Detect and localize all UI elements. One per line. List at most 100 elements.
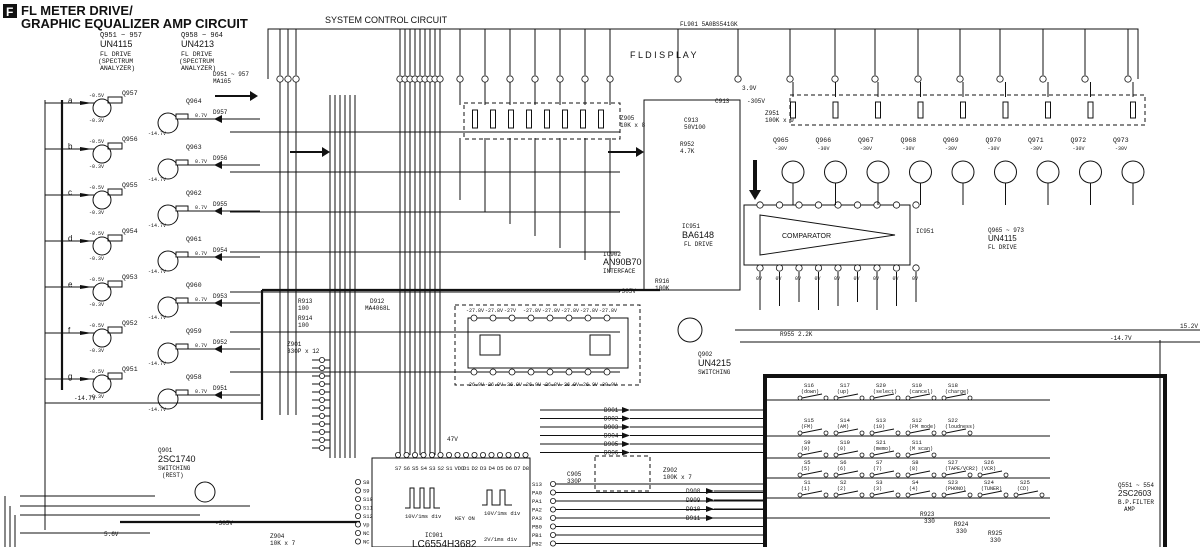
diode-ref: D910 (686, 506, 701, 513)
switch-contact (833, 472, 839, 478)
q901-label: Q901 (158, 447, 173, 454)
fl-pin (436, 75, 444, 83)
fl-display-label: F L D I S P L A Y (630, 50, 697, 60)
section-badge-box (3, 4, 17, 18)
comparator-pin (853, 201, 862, 209)
switch-function: (loudness) (945, 424, 975, 430)
comparator-pin (795, 201, 803, 209)
grid-transistor-ref: Q968 (901, 137, 917, 144)
switch-ref: S10 (840, 439, 850, 446)
switch-contact (941, 472, 947, 478)
ic951-label: IC951 (682, 223, 700, 230)
q965-desc: FL DRIVE (988, 244, 1017, 251)
comparator-pin (756, 264, 764, 272)
comparator-pin (873, 264, 881, 272)
section-badge: F (6, 5, 13, 19)
switch-lever (981, 490, 1003, 496)
switch-lever (837, 470, 859, 476)
ic901-pin-label: S3 (429, 465, 436, 472)
switch-contact (967, 430, 973, 436)
system-control-label: SYSTEM CONTROL CIRCUIT (325, 15, 448, 25)
comparator-pin (834, 264, 842, 272)
r925-label: R925 (988, 530, 1003, 537)
ic901-pin-label: S7 (395, 465, 402, 472)
r916-label: R916 (655, 278, 670, 285)
switch-lever (801, 393, 823, 399)
fl-pin (1039, 75, 1047, 83)
q901-desc2: (REST) (162, 472, 184, 479)
input-arrow (80, 239, 92, 243)
switch-function: (0) (837, 446, 846, 452)
transistor-symbol (781, 160, 805, 184)
z901-pin (318, 412, 325, 419)
ic902-pin-voltage: -27.8V (561, 308, 579, 314)
z901-pin (318, 444, 325, 451)
switch-ref: S7 (876, 459, 883, 466)
bias-resistor (175, 251, 189, 258)
ic901-pin-label: D7 (514, 465, 521, 472)
r955-label: R955 2.2K (780, 331, 813, 338)
transistor-symbol (157, 250, 179, 272)
input-letter: a (68, 96, 73, 105)
switch-contact (869, 395, 875, 401)
ic901-pin-label: NC (363, 539, 370, 546)
grid-transistor-ref: Q970 (986, 137, 1002, 144)
voltage-label: 0V (893, 276, 899, 282)
q551-part: 2SC2603 (1118, 489, 1152, 498)
switch-ref: S19 (912, 382, 922, 389)
ic901-pin-label: Vp (363, 522, 370, 529)
fl-pin (456, 75, 464, 83)
v147-left: -14.7V (74, 395, 96, 402)
fl-pin (284, 75, 292, 83)
ic902-inner-block (589, 334, 611, 356)
q901-symbol (194, 481, 216, 503)
switch-function: (4) (909, 486, 918, 492)
switch-function: (M scan) (909, 446, 933, 452)
bias-resistor (175, 389, 189, 396)
waveform-2 (482, 489, 512, 506)
voltage-label: -14.7V (148, 177, 166, 183)
ic901-pin-label: PA3 (532, 515, 542, 522)
ic901-pin-label: PB0 (532, 524, 542, 531)
transistor-symbol (157, 342, 179, 364)
input-arrow (80, 101, 92, 105)
voltage-label: -30V (1030, 146, 1042, 152)
q551-desc2: AMP (1124, 506, 1135, 513)
voltage-label: -0.5V (89, 93, 104, 99)
v152-label: 15.2V (1180, 323, 1198, 330)
ic951-part: BA6148 (682, 230, 714, 240)
transistor-symbol (1079, 160, 1102, 184)
comparator-pin (775, 264, 784, 272)
switch-function: (7) (873, 466, 882, 472)
q902-desc: SWITCHING (698, 369, 731, 376)
voltage-label: -0.3V (89, 256, 104, 262)
v47-label: 47V (447, 436, 458, 443)
transistor-ref: Q961 (186, 236, 202, 243)
q902-label: Q902 (698, 351, 713, 358)
comparator-label: COMPARATOR (782, 233, 831, 240)
ic901-part: LC6554H3682 (412, 539, 477, 547)
switch-function: (8) (909, 466, 918, 472)
ic901-pin-label: PA0 (532, 490, 542, 497)
grid-transistor-ref: Q966 (816, 137, 832, 144)
ic901-label: IC901 (425, 532, 443, 539)
z951-resistor (875, 101, 881, 119)
ic901-pin (354, 538, 361, 545)
switch-contact (941, 492, 947, 498)
comparator-pin (756, 201, 764, 209)
ic902-pin-voltage: -27.8V (542, 308, 560, 314)
d912-label: D912 (370, 298, 385, 305)
switch-lever (909, 428, 931, 434)
input-arrow (80, 193, 92, 197)
switch-contact (977, 492, 983, 498)
bias-resistor (175, 205, 189, 212)
transistor-ref: Q958 (186, 374, 202, 381)
ic902-pin (584, 368, 592, 376)
switch-function: (TUNER) (981, 486, 1002, 492)
ic901-pin (550, 497, 557, 504)
fl-pin (1081, 75, 1089, 83)
voltage-label: -14.7V (148, 131, 166, 137)
r914-val: 100 (298, 322, 309, 329)
